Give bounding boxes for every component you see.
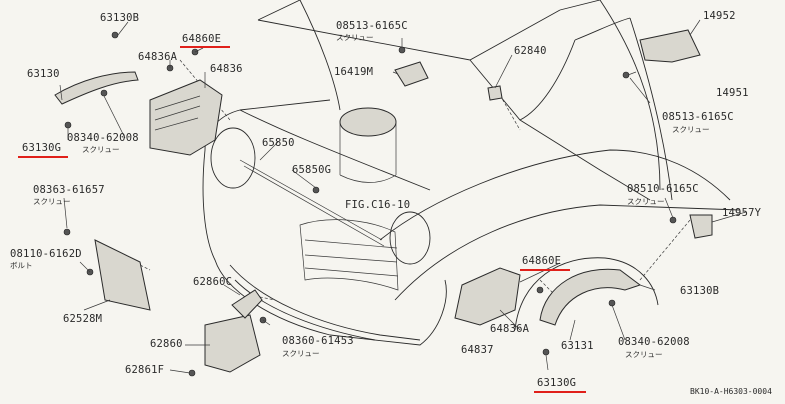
bracket-16419M bbox=[394, 61, 429, 87]
part-63130G: 63130G bbox=[22, 142, 62, 154]
bolt-icon bbox=[63, 228, 71, 236]
liner-63131 bbox=[539, 268, 642, 326]
screw-label: スクリュー bbox=[33, 197, 71, 206]
bracket-14957Y bbox=[689, 214, 713, 239]
bolt-icon bbox=[64, 121, 72, 129]
screw-label: スクリュー bbox=[82, 145, 120, 154]
bolt-icon bbox=[542, 348, 550, 356]
part-62528M: 62528M bbox=[63, 313, 103, 325]
bolt-label: ボルト bbox=[10, 261, 33, 270]
part-14952: 14952 bbox=[703, 10, 736, 22]
bolt-icon bbox=[312, 186, 320, 194]
screw-label: スクリュー bbox=[336, 33, 374, 42]
part-63130B-right: 63130B bbox=[680, 285, 720, 297]
part-62840: 62840 bbox=[514, 45, 547, 57]
headlamp-left bbox=[210, 127, 256, 189]
part-08360-61453: 08360-61453 bbox=[282, 335, 354, 347]
duct-64836-right bbox=[454, 267, 521, 326]
highlight-64860E-right bbox=[520, 269, 570, 271]
bracket-62528M bbox=[94, 239, 151, 311]
part-62860C: 62860C bbox=[193, 276, 233, 288]
part-63130: 63130 bbox=[27, 68, 60, 80]
part-64836A-right: 64836A bbox=[490, 323, 530, 335]
part-65850: 65850 bbox=[262, 137, 295, 149]
part-65850G: 65850G bbox=[292, 164, 332, 176]
highlight-64860E bbox=[180, 46, 230, 48]
part-08510-6165C: 08510-6165C bbox=[627, 183, 699, 195]
strip-65850 bbox=[239, 159, 385, 247]
part-63130G-bottom: 63130G bbox=[537, 377, 577, 389]
bolt-icon bbox=[111, 31, 119, 39]
part-64836: 64836 bbox=[210, 63, 243, 75]
part-16419M: 16419M bbox=[334, 66, 374, 78]
bolt-icon bbox=[536, 286, 544, 294]
part-62861F: 62861F bbox=[125, 364, 165, 376]
part-63131: 63131 bbox=[561, 340, 594, 352]
air-cleaner-body bbox=[339, 122, 397, 183]
part-08340-62008: 08340-62008 bbox=[67, 132, 139, 144]
leader-lines bbox=[59, 19, 747, 374]
bumper-outline bbox=[229, 264, 421, 341]
wheel-arch bbox=[514, 257, 659, 331]
part-64836A: 64836A bbox=[138, 51, 178, 63]
grille-lines bbox=[304, 239, 399, 277]
grille-outline bbox=[299, 219, 399, 291]
screw-label: スクリュー bbox=[625, 350, 663, 359]
horn-62860 bbox=[204, 314, 261, 373]
bolt-icon bbox=[100, 89, 108, 97]
screw-label: スクリュー bbox=[627, 197, 665, 206]
part-14951: 14951 bbox=[716, 87, 749, 99]
figure-reference: FIG.C16-10 bbox=[345, 199, 411, 211]
headlamp-right bbox=[389, 211, 431, 265]
diagram-reference-code: BK10-A-H6303-0004 bbox=[690, 387, 772, 396]
part-62860: 62860 bbox=[150, 338, 183, 350]
highlight-63130G-bottom bbox=[534, 391, 586, 393]
part-08513-6165C-right: 08513-6165C bbox=[662, 111, 734, 123]
windshield-outline bbox=[559, 0, 673, 201]
part-08363-61657: 08363-61657 bbox=[33, 184, 105, 196]
front-fender-outline bbox=[379, 149, 741, 301]
bracket-62860C bbox=[231, 289, 263, 319]
duct-64836-detail bbox=[154, 95, 201, 131]
hood-outline bbox=[257, 0, 651, 201]
part-64837: 64837 bbox=[461, 344, 494, 356]
screw-label: スクリュー bbox=[282, 349, 320, 358]
splash-guard-63130 bbox=[54, 71, 139, 105]
part-08513-6165C: 08513-6165C bbox=[336, 20, 408, 32]
air-cleaner bbox=[339, 107, 397, 137]
tank-14952 bbox=[639, 29, 701, 63]
part-08340-62008-right: 08340-62008 bbox=[618, 336, 690, 348]
part-63130B: 63130B bbox=[100, 12, 140, 24]
screw-label: スクリュー bbox=[672, 125, 710, 134]
part-14957Y: 14957Y bbox=[722, 207, 762, 219]
part-64860E: 64860E bbox=[182, 33, 222, 45]
duct-64836 bbox=[149, 79, 223, 156]
part-08110-6162D: 08110-6162D bbox=[10, 248, 82, 260]
part-64860E-right: 64860E bbox=[522, 255, 562, 267]
bolt-icon bbox=[622, 71, 630, 79]
clip-62840 bbox=[487, 85, 503, 101]
bolt-icon bbox=[669, 216, 677, 224]
highlight-63130G-left bbox=[18, 156, 68, 158]
